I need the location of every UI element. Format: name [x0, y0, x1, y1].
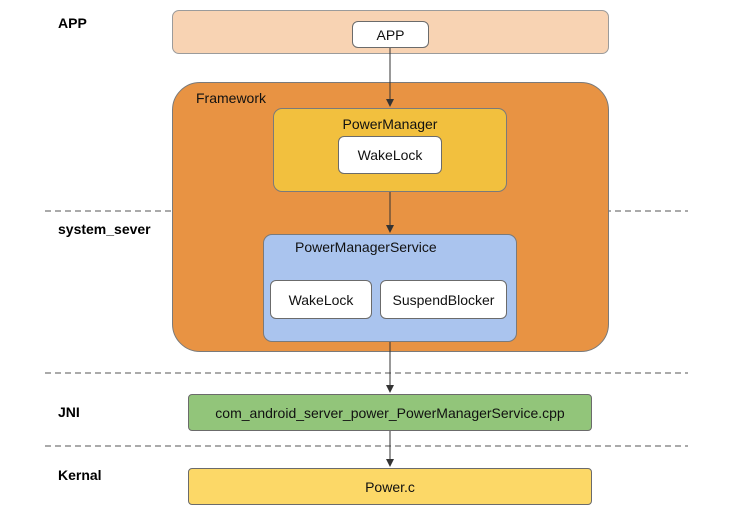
power-manager-wakelock: WakeLock	[338, 136, 442, 174]
framework-title: Framework	[196, 90, 267, 106]
layer-label-system-server: system_sever	[58, 221, 151, 237]
layer-label-jni: JNI	[58, 404, 80, 420]
layer-label-app: APP	[58, 15, 87, 31]
power-manager-service-wakelock: WakeLock	[270, 280, 372, 319]
power-manager-service-title: PowerManagerService	[295, 239, 437, 255]
power-manager-title: PowerManager	[342, 116, 438, 132]
app-box: APP	[352, 21, 429, 48]
layer-label-kernel: Kernal	[58, 467, 102, 483]
kernel-box: Power.c	[188, 468, 592, 505]
suspend-blocker-box: SuspendBlocker	[380, 280, 507, 319]
jni-box: com_android_server_power_PowerManagerSer…	[188, 394, 592, 431]
